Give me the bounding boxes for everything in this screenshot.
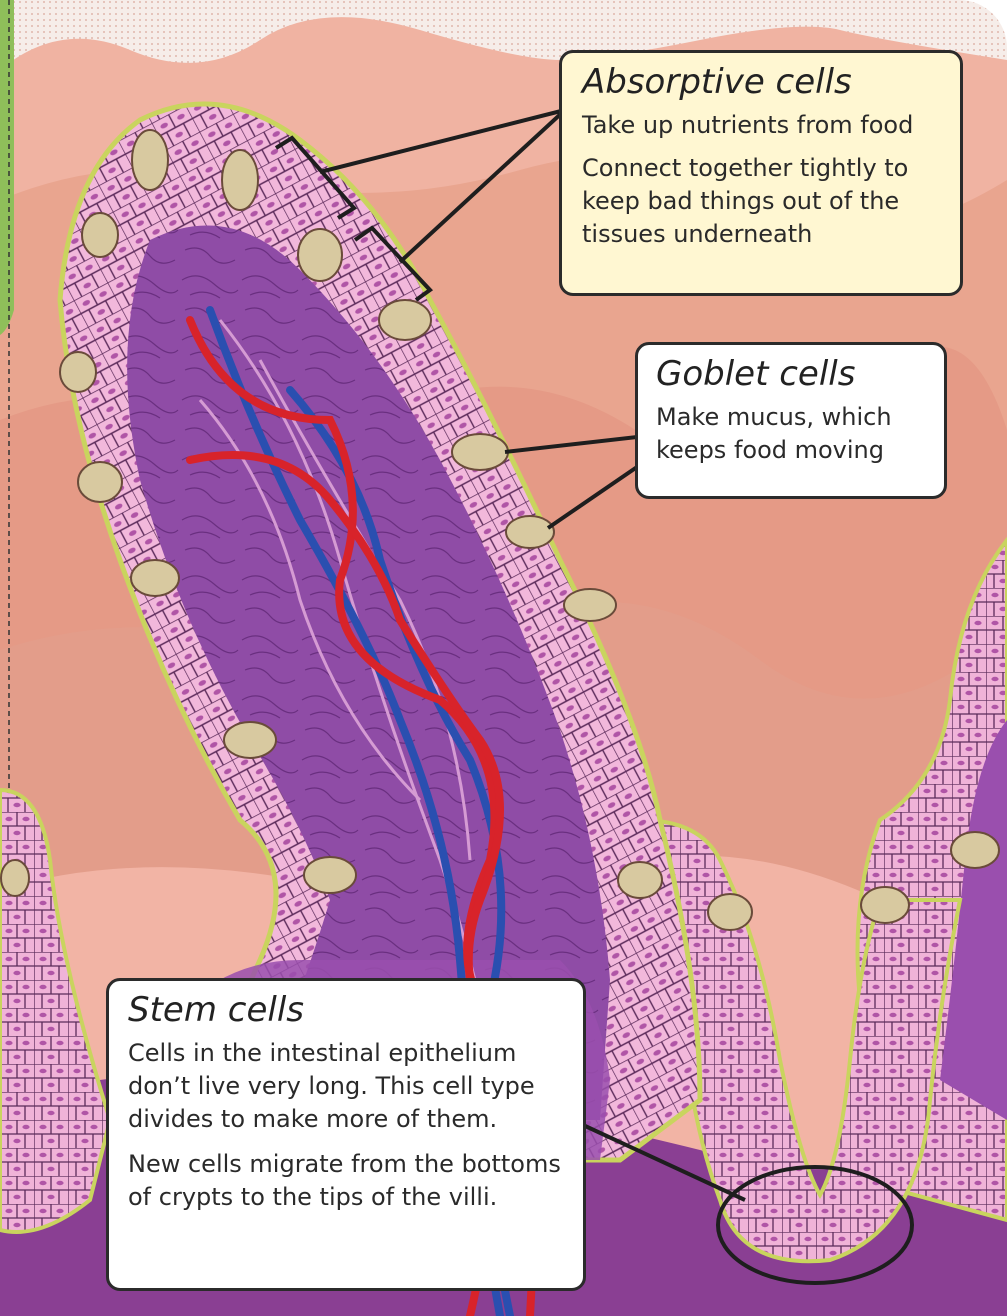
stem-cells-callout: Stem cells Cells in the intestinal epith… <box>106 978 586 1291</box>
absorptive-cells-title: Absorptive cells <box>582 63 942 101</box>
absorptive-cells-line-1: Take up nutrients from food <box>582 109 942 142</box>
absorptive-cells-callout: Absorptive cells Take up nutrients from … <box>559 50 963 296</box>
goblet-cells-title: Goblet cells <box>656 355 926 393</box>
goblet-cells-callout: Goblet cells Make mucus, which keeps foo… <box>635 342 947 499</box>
stem-cells-line-2: New cells migrate from the bottoms of cr… <box>128 1148 565 1214</box>
goblet-cells-line-1: Make mucus, which keeps food moving <box>656 401 926 467</box>
stem-cells-title: Stem cells <box>128 991 565 1029</box>
absorptive-cells-line-2: Connect together tightly to keep bad thi… <box>582 152 942 251</box>
stem-cells-line-1: Cells in the intestinal epithelium don’t… <box>128 1037 565 1136</box>
